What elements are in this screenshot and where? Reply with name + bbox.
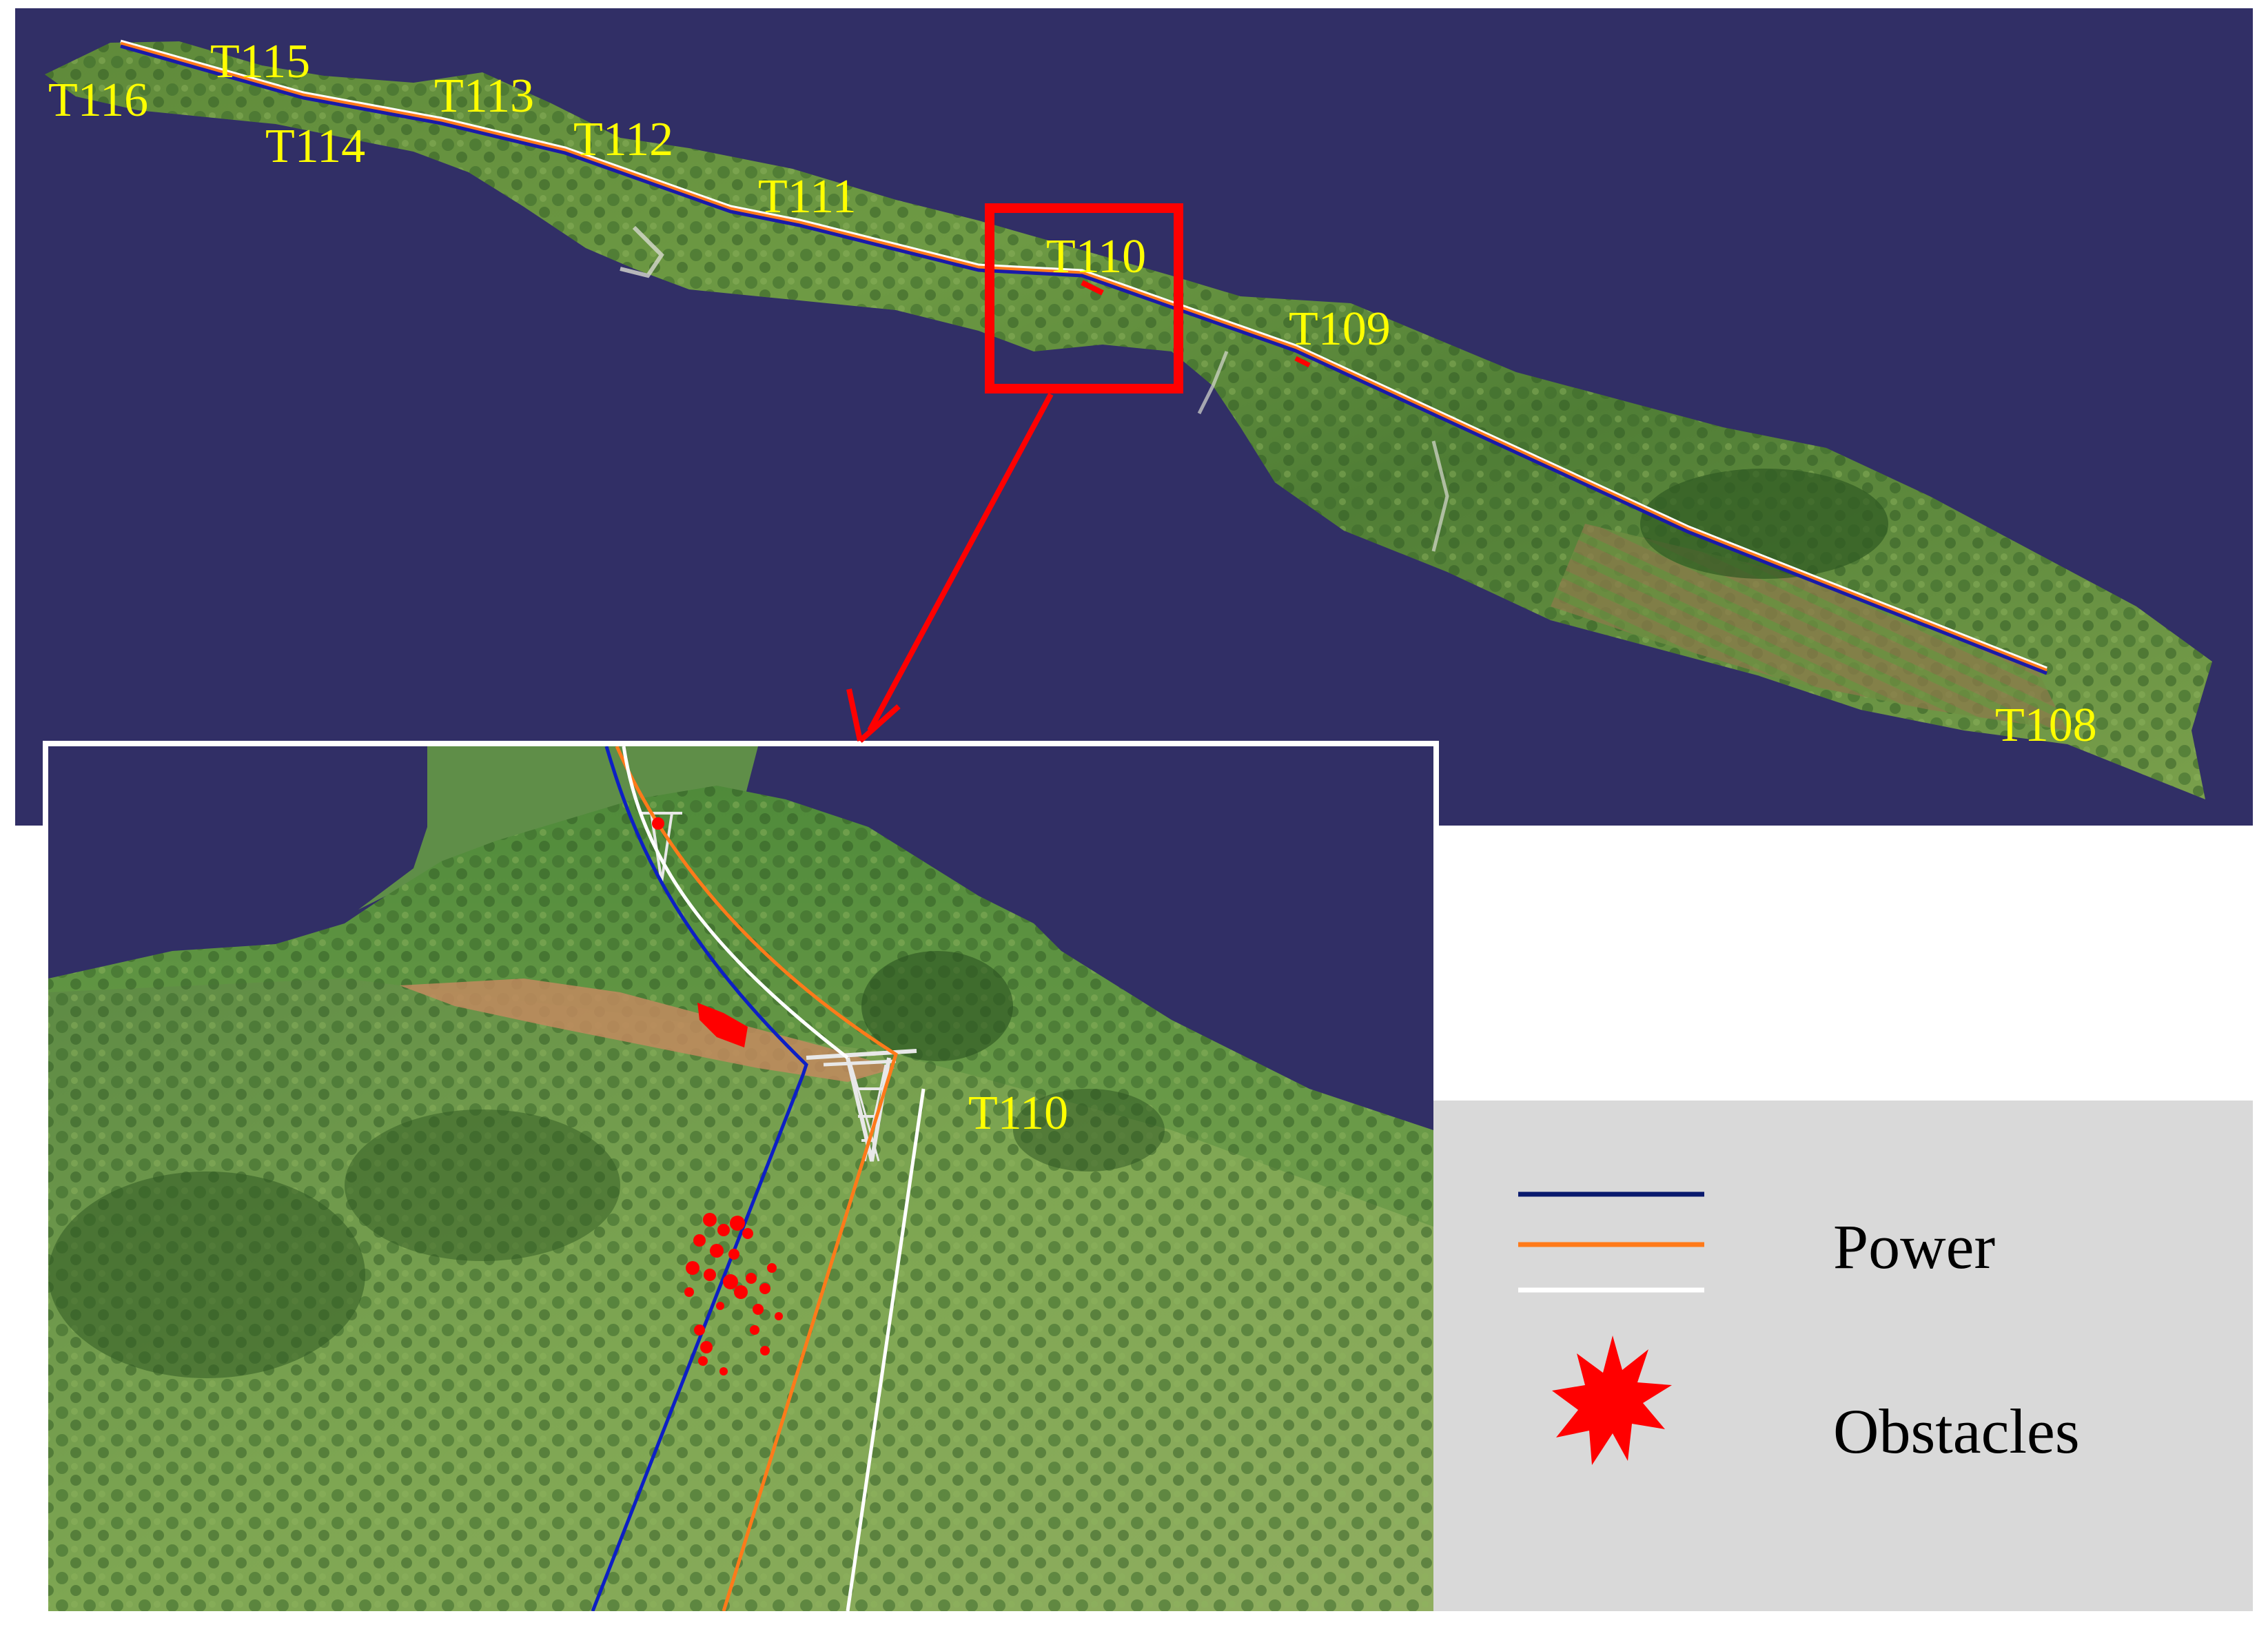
legend: Power Obstacles: [1433, 1101, 2253, 1611]
tower-label-t109: T109: [1289, 303, 1391, 356]
tower-label-t111: T111: [758, 170, 857, 223]
overview-farm-fields: [1551, 524, 2067, 730]
overview-road: [1197, 351, 1229, 415]
detail-panel: T110: [43, 741, 1439, 1617]
power-line-orange: [615, 746, 898, 1611]
power-line-white: [622, 746, 926, 1611]
overview-road: [1431, 440, 1449, 552]
tower-label-t116: T116: [48, 74, 148, 127]
detail-tree-cluster: [1013, 1089, 1165, 1171]
legend-power-label: Power: [1833, 1211, 1995, 1282]
highlight-box: [985, 203, 1183, 393]
overview-obstacle-mark: [1294, 356, 1311, 368]
detail-vegetation-texture: [48, 786, 1433, 1611]
detail-tree-cluster: [48, 1171, 365, 1378]
detail-tower-label-t110: T110: [968, 1087, 1068, 1140]
detail-obstacles: [652, 817, 783, 1375]
legend-background: [1433, 1101, 2253, 1611]
tower-label-t113: T113: [434, 70, 534, 123]
tower-label-t108: T108: [1995, 699, 2097, 752]
detail-tree-cluster: [861, 951, 1013, 1061]
obstacle-patch: [697, 1003, 748, 1047]
tower-label-t112: T112: [573, 113, 673, 166]
overview-panel: T116 T115 T114 T113 T112 T111 T110 T109 …: [15, 8, 2253, 826]
red-starburst-icon: [1552, 1336, 1672, 1465]
detail-tree-cluster: [345, 1109, 620, 1261]
detail-power-lines: [591, 746, 926, 1611]
tower-label-t114: T114: [265, 120, 365, 173]
tower-label-t115: T115: [210, 35, 310, 88]
zoom-arrow: [846, 393, 1054, 743]
overview-obstacle-mark: [1081, 280, 1104, 296]
overview-power-line: [120, 39, 2047, 675]
overview-road: [620, 225, 664, 278]
legend-obstacles-label: Obstacles: [1833, 1396, 2080, 1466]
detail-bare-soil: [400, 979, 896, 1082]
obstacle-cluster: [684, 1213, 783, 1375]
tower-label-t110: T110: [1046, 230, 1146, 283]
obstacle-point: [652, 817, 664, 830]
power-line-blue: [591, 746, 808, 1611]
overview-forest-patch: [1640, 469, 1888, 579]
